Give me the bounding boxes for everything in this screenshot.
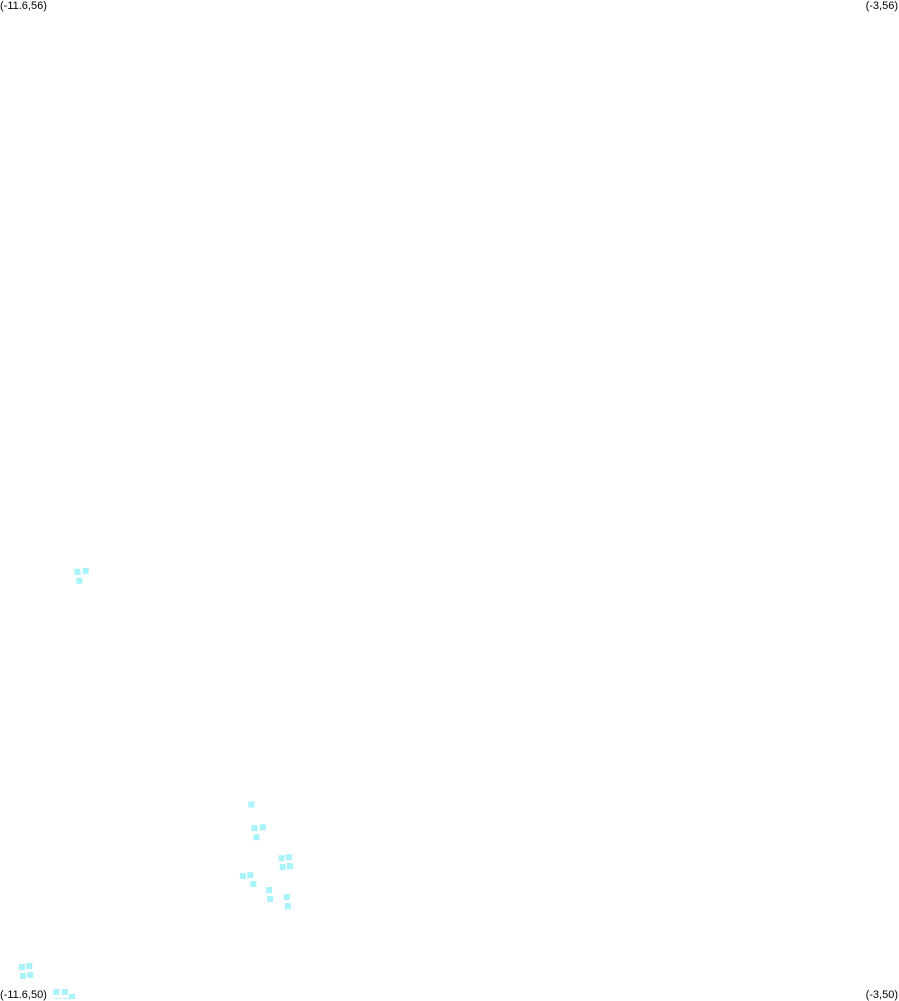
map-marker[interactable] bbox=[248, 801, 255, 808]
map-marker[interactable] bbox=[279, 864, 286, 871]
map-marker[interactable] bbox=[69, 994, 76, 999]
map-marker[interactable] bbox=[19, 964, 25, 970]
map-marker[interactable] bbox=[283, 894, 290, 901]
map-marker[interactable] bbox=[266, 887, 273, 894]
markers-layer bbox=[19, 567, 293, 999]
map-marker[interactable] bbox=[53, 989, 60, 995]
map-marker[interactable] bbox=[239, 873, 246, 880]
corner-label-top-left: (-11.6,56) bbox=[0, 0, 47, 12]
map-marker[interactable] bbox=[267, 896, 274, 903]
map-marker[interactable] bbox=[287, 863, 293, 870]
map-marker[interactable] bbox=[26, 963, 33, 969]
corner-label-bottom-left: (-11.6,50) bbox=[0, 989, 47, 1001]
map-marker[interactable] bbox=[278, 855, 285, 862]
map-marker[interactable] bbox=[82, 567, 89, 574]
map-marker[interactable] bbox=[76, 577, 83, 584]
map-marker[interactable] bbox=[74, 568, 81, 575]
map-marker[interactable] bbox=[247, 872, 254, 879]
map-marker[interactable] bbox=[285, 854, 292, 861]
map-marker[interactable] bbox=[284, 903, 291, 910]
map-marker[interactable] bbox=[251, 825, 258, 832]
map-marker[interactable] bbox=[20, 973, 26, 979]
map-marker[interactable] bbox=[61, 989, 68, 995]
map-marker[interactable] bbox=[253, 834, 260, 841]
map-marker[interactable] bbox=[259, 824, 266, 831]
corner-label-bottom-right: (-3,50) bbox=[865, 989, 898, 1001]
map-marker[interactable] bbox=[250, 881, 257, 888]
corner-label-top-right: (-3,56) bbox=[865, 0, 898, 12]
map-marker[interactable] bbox=[27, 972, 34, 978]
